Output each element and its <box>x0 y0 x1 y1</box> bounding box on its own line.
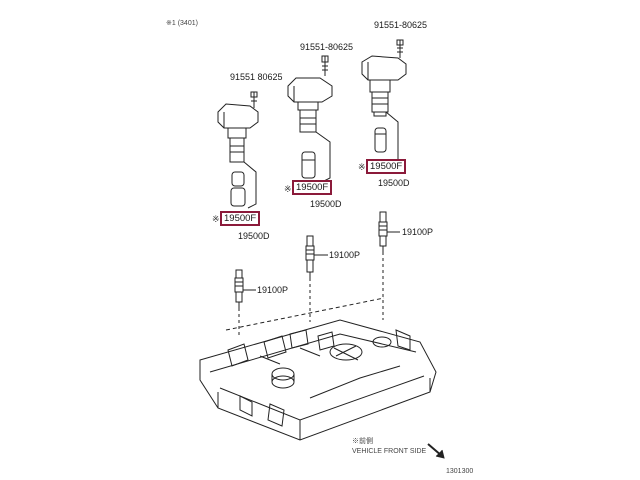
right-coil-boot <box>374 111 399 165</box>
left-coil-boot <box>230 161 257 209</box>
center-bolt <box>321 55 329 76</box>
front-arrow-icon <box>427 443 445 459</box>
header-code: ※1 (3401) <box>166 20 198 27</box>
coil-part-label-center: 19500F <box>292 180 333 195</box>
center-ignition-coil <box>287 77 333 133</box>
coil-part-label-right: 19500F <box>366 159 407 174</box>
coil-label-left: 19500D <box>238 231 270 241</box>
left-ignition-coil <box>217 103 259 163</box>
left-spark-plug <box>234 269 256 308</box>
figure-code: 1301300 <box>446 468 474 475</box>
center-spark-plug <box>305 235 328 278</box>
bolt-label-right: 91551-80625 <box>374 20 428 30</box>
right-ignition-coil <box>361 55 407 117</box>
front-note-line2: VEHICLE FRONT SIDE <box>352 448 427 455</box>
asterisk-left: ※ <box>212 214 220 224</box>
center-coil-boot <box>301 131 331 183</box>
coil-part-label-left: 19500F <box>220 211 261 226</box>
front-note-line1: ※前側 <box>352 438 373 445</box>
plug-label-left: 19100P <box>257 285 289 295</box>
asterisk-right: ※ <box>358 162 366 172</box>
plug-label-right: 19100P <box>402 227 434 237</box>
cylinder-head-cover <box>199 319 437 441</box>
left-bolt <box>250 91 258 108</box>
bolt-label-center: 91551-80625 <box>300 42 354 52</box>
bolt-label-left: 91551 80625 <box>230 72 283 82</box>
plug-label-center: 19100P <box>329 250 361 260</box>
coil-label-center: 19500D <box>310 199 342 209</box>
coil-label-right: 19500D <box>378 178 410 188</box>
right-bolt <box>396 39 404 58</box>
right-spark-plug <box>378 211 400 252</box>
asterisk-center: ※ <box>284 184 292 194</box>
